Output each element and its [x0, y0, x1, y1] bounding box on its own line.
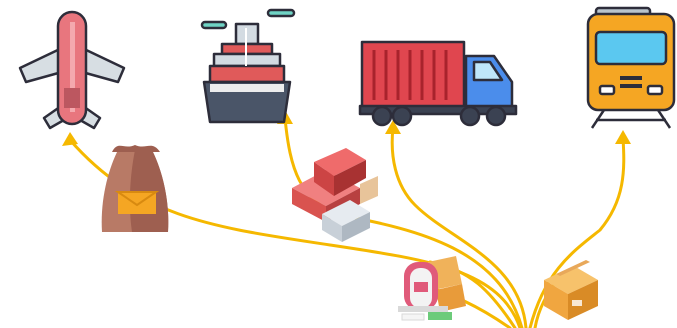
container-truck-icon: [358, 40, 518, 127]
route-to-truck: [390, 126, 528, 328]
mail-sack-icon: [101, 145, 169, 232]
route-to-ship: [283, 116, 524, 328]
stacked-containers-icon: [292, 148, 378, 242]
arrow-heads: [62, 110, 631, 146]
arrowhead-train: [615, 130, 631, 144]
airplane-icon: [18, 10, 126, 130]
cardboard-box-icon: [544, 260, 598, 320]
cargo-ship-icon: [200, 8, 296, 124]
train-icon: [586, 6, 676, 129]
mailbox-parcels-icon: [398, 256, 466, 321]
arrowhead-truck: [385, 120, 401, 134]
arrowhead-airplane: [62, 132, 78, 146]
